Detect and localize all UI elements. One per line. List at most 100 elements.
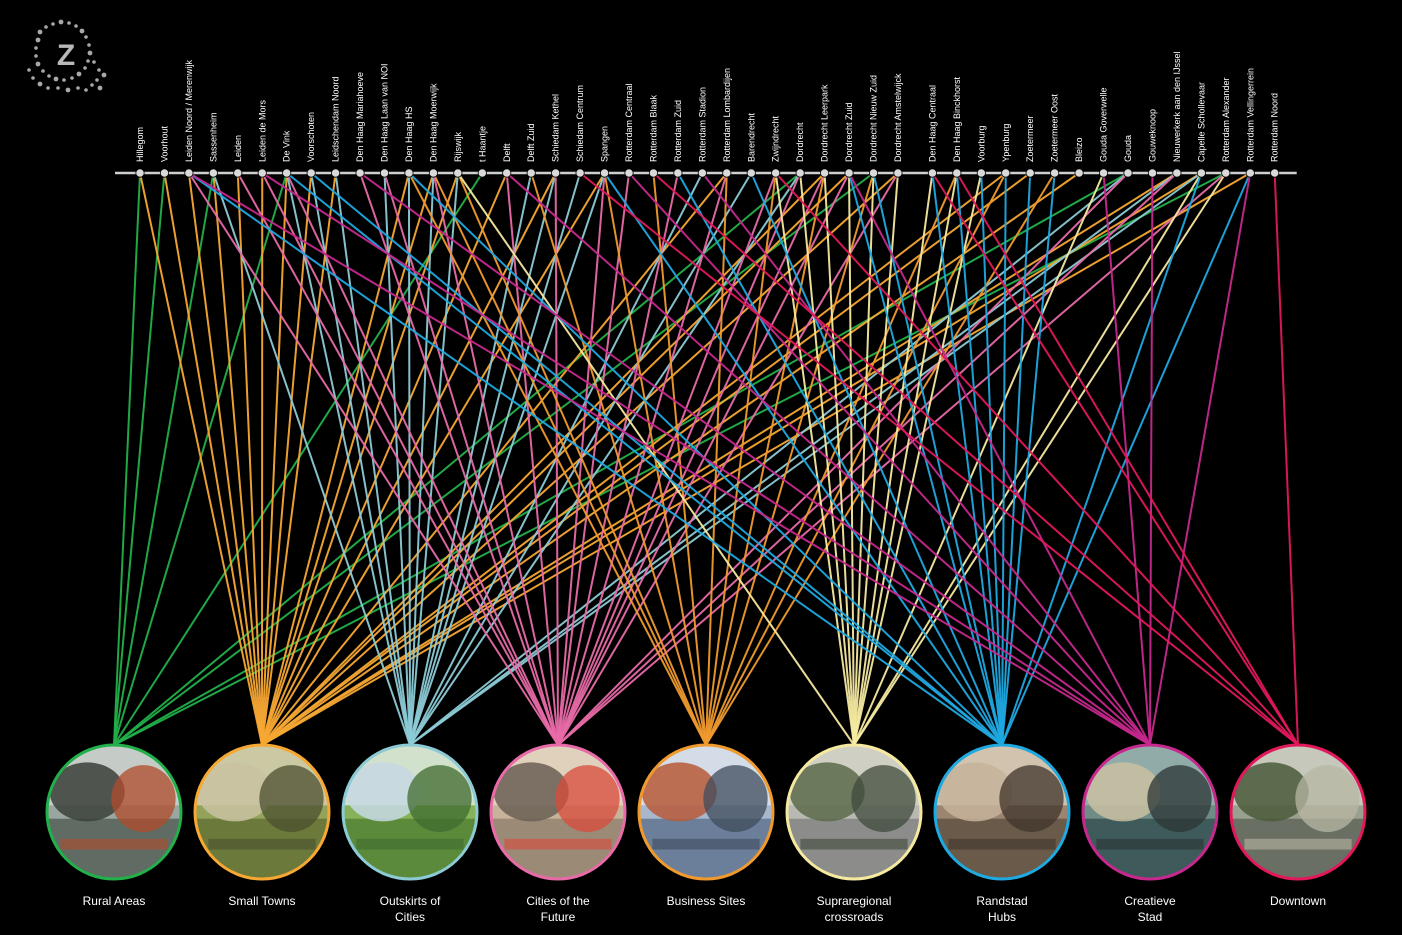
connection-line: [705, 172, 826, 746]
connection-line: [359, 172, 1151, 746]
station-dot[interactable]: [673, 168, 683, 178]
station-label: Rotterdam Noord: [1270, 93, 1280, 162]
station-dot[interactable]: [868, 168, 879, 178]
category-small-towns[interactable]: Small Towns: [193, 743, 331, 908]
category-photo[interactable]: [45, 743, 183, 881]
station-label: Hillegom: [135, 127, 145, 162]
station-dot[interactable]: [282, 168, 292, 178]
station-label: Dordrecht Leerpark: [820, 84, 830, 162]
station-dot[interactable]: [697, 168, 707, 178]
station-dot[interactable]: [771, 168, 781, 178]
station-label: Sassenheim: [208, 112, 218, 162]
category-photo[interactable]: [193, 743, 331, 881]
station-label: Rotterdam Alexander: [1221, 77, 1231, 162]
station-dot[interactable]: [927, 168, 938, 178]
station-dot[interactable]: [722, 168, 732, 178]
station-dot[interactable]: [893, 168, 903, 178]
connection-line: [1149, 172, 1154, 746]
station-dot[interactable]: [159, 168, 170, 178]
connection-line: [701, 172, 1151, 746]
station-dot[interactable]: [795, 168, 805, 178]
station-dot[interactable]: [976, 168, 986, 178]
logo-dot: [79, 28, 85, 34]
station-dot[interactable]: [624, 168, 634, 178]
logo-dot: [34, 54, 38, 58]
station-dot[interactable]: [551, 168, 561, 178]
category-photo[interactable]: [1081, 743, 1219, 881]
station-dot[interactable]: [135, 168, 145, 178]
station-dot[interactable]: [648, 168, 659, 178]
rail-line: [115, 168, 1297, 178]
category-photo[interactable]: [1229, 743, 1367, 881]
logo-dot: [51, 22, 55, 26]
station-dot[interactable]: [257, 168, 267, 178]
category-photo[interactable]: [933, 743, 1071, 881]
connection-line: [705, 172, 958, 746]
connection-line: [409, 172, 801, 746]
station-dot[interactable]: [306, 168, 316, 178]
station-label: Schiedam Centrum: [575, 85, 585, 162]
station-dot[interactable]: [746, 168, 756, 178]
station-dot[interactable]: [233, 168, 243, 178]
station-dot[interactable]: [1147, 168, 1158, 178]
station-dot[interactable]: [1123, 168, 1133, 178]
station-dot[interactable]: [502, 168, 512, 178]
station-dot[interactable]: [379, 168, 390, 178]
station-dot[interactable]: [1001, 168, 1011, 178]
station-label: Rotterdam Blaak: [648, 94, 658, 162]
connection-line: [774, 172, 1299, 746]
logo-dot: [31, 76, 35, 80]
logo-dot: [97, 85, 103, 91]
station-label: Gouweknoop: [1147, 109, 1157, 162]
logo-letter: Z: [57, 39, 75, 72]
station-dot[interactable]: [819, 168, 830, 178]
station-dot[interactable]: [1221, 168, 1231, 178]
station-dot[interactable]: [1025, 168, 1035, 178]
category-photo[interactable]: [489, 743, 627, 881]
station-label: Ypenburg: [1001, 124, 1011, 162]
connection-line: [261, 172, 410, 746]
connection-line: [1001, 172, 1032, 746]
station-dot[interactable]: [477, 168, 487, 178]
station-dot[interactable]: [1172, 168, 1182, 178]
connection-line: [261, 172, 1007, 746]
station-dot[interactable]: [1074, 168, 1084, 178]
station-dot[interactable]: [1050, 168, 1060, 178]
connection-line: [113, 172, 166, 746]
station-label: Rotterdam Zuid: [673, 100, 683, 162]
station-dot[interactable]: [453, 168, 463, 178]
station-dot[interactable]: [599, 168, 610, 178]
station-dot[interactable]: [1098, 168, 1109, 178]
station-dot[interactable]: [404, 168, 414, 178]
station-dot[interactable]: [208, 168, 218, 178]
station-dot[interactable]: [1245, 168, 1255, 178]
category-business-sites[interactable]: Business Sites: [637, 743, 775, 908]
station-dot[interactable]: [526, 168, 536, 178]
category-downtown[interactable]: Downtown: [1229, 743, 1367, 908]
logo-dot: [86, 59, 90, 63]
station-dot[interactable]: [330, 168, 341, 178]
station-dot[interactable]: [428, 168, 438, 178]
connection-line: [557, 172, 777, 746]
category-rural-areas[interactable]: Rural Areas: [45, 743, 183, 908]
station-dot[interactable]: [952, 168, 962, 178]
station-dot[interactable]: [1270, 168, 1280, 178]
station-dot[interactable]: [1196, 168, 1206, 178]
station-dot[interactable]: [184, 168, 194, 178]
station-dot[interactable]: [575, 168, 585, 178]
category-photo[interactable]: [637, 743, 775, 881]
station-dot[interactable]: [844, 168, 854, 178]
connection-line: [408, 172, 707, 746]
category-label: Cities of the: [526, 894, 590, 908]
station-dot[interactable]: [355, 168, 365, 178]
category-photo[interactable]: [785, 743, 923, 881]
category-photo[interactable]: [341, 743, 479, 881]
connection-line: [853, 172, 1227, 746]
connection-line: [705, 172, 1007, 746]
